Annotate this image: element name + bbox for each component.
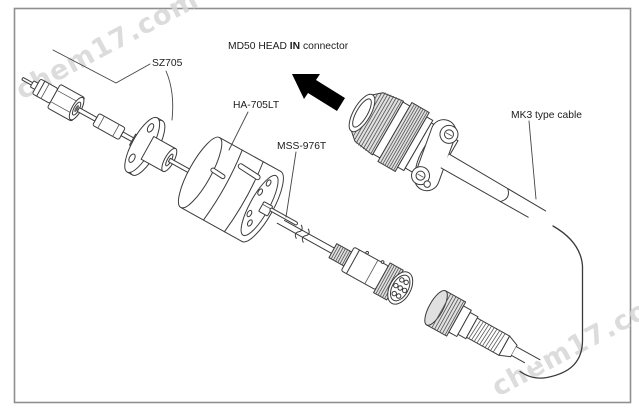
pin-socket <box>395 293 402 299</box>
md50-connector <box>348 92 547 224</box>
mk3-leader-line <box>528 120 537 200</box>
main-axis-assembly <box>21 77 541 368</box>
pin-socket <box>399 277 405 283</box>
face-hole <box>257 188 264 196</box>
pin-socket <box>393 282 399 289</box>
ha705lt-body <box>177 136 284 243</box>
label-ha705lt: HA-705LT <box>233 100 280 111</box>
mk3-cable-edge <box>440 167 529 218</box>
line-art <box>21 49 584 379</box>
label-mk3-type-cable: MK3 type cable <box>511 110 582 121</box>
pin-socket <box>391 290 397 297</box>
male-inline-connector <box>424 289 541 368</box>
label-sz705: SZ705 <box>152 58 183 69</box>
bolt-hole <box>128 153 136 163</box>
clamp-bottom-screw <box>423 180 431 188</box>
female-inline-connector <box>328 243 414 305</box>
ha705lt-leader-line <box>228 111 249 151</box>
cable-break-mark <box>294 224 303 239</box>
bolt-hole <box>146 123 155 133</box>
mounting-flange <box>124 116 199 178</box>
pin-socket <box>403 279 409 286</box>
label-mss976t: MSS-976T <box>277 141 327 152</box>
mk3-cable-edge <box>448 153 547 212</box>
tail-taper <box>498 335 518 358</box>
pin-socket <box>401 287 408 294</box>
sz705-leader-line <box>165 70 174 121</box>
face-hole <box>246 219 253 227</box>
pin-socket <box>397 285 403 291</box>
face-hole <box>265 179 272 187</box>
mss976t-probe-and-cable <box>269 207 335 254</box>
mk3-cable-loop <box>519 225 584 379</box>
needle-probe <box>269 207 298 226</box>
body-slot <box>237 163 261 181</box>
cable-break-mark <box>301 228 310 243</box>
face-hole <box>246 209 253 218</box>
body-slot <box>210 167 226 180</box>
label-md50-head-in-connector: MD50 HEAD IN connector <box>228 41 349 52</box>
sz705-leader-line <box>52 49 151 84</box>
mss976t-leader-line <box>285 151 297 218</box>
cable-bend-mark <box>499 188 509 203</box>
direction-arrow-icon <box>292 74 345 111</box>
